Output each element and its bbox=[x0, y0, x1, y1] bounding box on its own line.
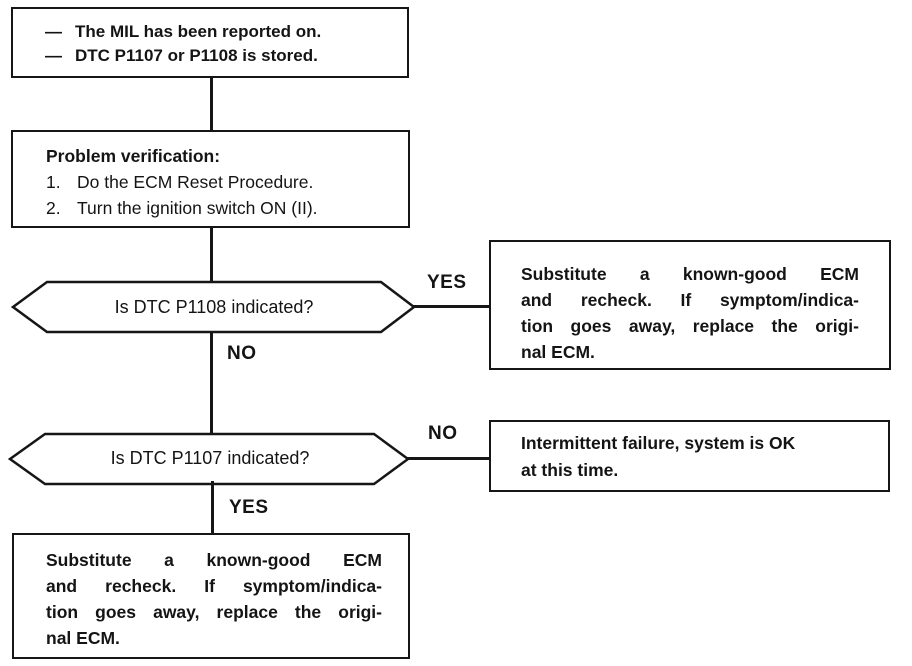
start-condition-box: — The MIL has been reported on. — DTC P1… bbox=[11, 7, 409, 78]
no-label-p1108: NO bbox=[227, 343, 257, 364]
step-text: Do the ECM Reset Procedure. bbox=[77, 172, 314, 192]
connector-decision2-to-ecm-bottom bbox=[211, 481, 214, 534]
condition-item: — The MIL has been reported on. bbox=[45, 20, 399, 44]
intermittent-failure-box: Intermittent failure, system is OK at th… bbox=[489, 420, 890, 492]
verification-step: 2. Turn the ignition switch ON (II). bbox=[46, 195, 400, 221]
action-text-line: tion goes away, replace the origi- bbox=[521, 316, 859, 336]
connector-decision2-to-intermittent bbox=[407, 457, 489, 460]
action-text-line: tion goes away, replace the origi- bbox=[46, 602, 382, 622]
action-text-line: and recheck. If symptom/indica- bbox=[521, 290, 859, 310]
condition-item: — DTC P1107 or P1108 is stored. bbox=[45, 44, 399, 68]
action-text-line: Substitute a known-good ECM bbox=[46, 550, 382, 570]
verification-step: 1. Do the ECM Reset Procedure. bbox=[46, 169, 400, 195]
decision-p1108-question: Is DTC P1108 indicated? bbox=[114, 296, 314, 317]
no-label-p1107: NO bbox=[428, 423, 458, 444]
substitute-ecm-bottom-box: Substitute a known-good ECM and recheck.… bbox=[12, 533, 410, 659]
step-number: 1. bbox=[46, 172, 61, 192]
connector-decision1-to-ecm-right bbox=[413, 305, 489, 308]
yes-label-p1107: YES bbox=[229, 497, 269, 518]
yes-label-p1108: YES bbox=[427, 272, 467, 293]
action-text-line: and recheck. If symptom/indica- bbox=[46, 576, 382, 596]
dash-bullet: — bbox=[45, 46, 62, 65]
connector-verification-to-decision1 bbox=[210, 226, 213, 281]
condition-text: The MIL has been reported on. bbox=[75, 22, 322, 41]
action-text-line: at this time. bbox=[521, 460, 619, 480]
action-text-line: nal ECM. bbox=[46, 628, 120, 648]
step-number: 2. bbox=[46, 198, 61, 218]
substitute-ecm-right-box: Substitute a known-good ECM and recheck.… bbox=[489, 240, 891, 370]
verification-title: Problem verification: bbox=[46, 146, 221, 166]
connector-decision1-to-decision2 bbox=[210, 331, 213, 434]
step-text: Turn the ignition switch ON (II). bbox=[77, 198, 318, 218]
action-text-line: Substitute a known-good ECM bbox=[521, 264, 859, 284]
condition-text: DTC P1107 or P1108 is stored. bbox=[75, 46, 318, 65]
action-text-line: nal ECM. bbox=[521, 342, 595, 362]
problem-verification-box: Problem verification: 1. Do the ECM Rese… bbox=[11, 130, 410, 228]
action-text-line: Intermittent failure, system is OK bbox=[521, 433, 796, 453]
dash-bullet: — bbox=[45, 22, 62, 41]
decision-p1107-question: Is DTC P1107 indicated? bbox=[110, 447, 310, 468]
connector-start-to-verification bbox=[210, 78, 213, 131]
